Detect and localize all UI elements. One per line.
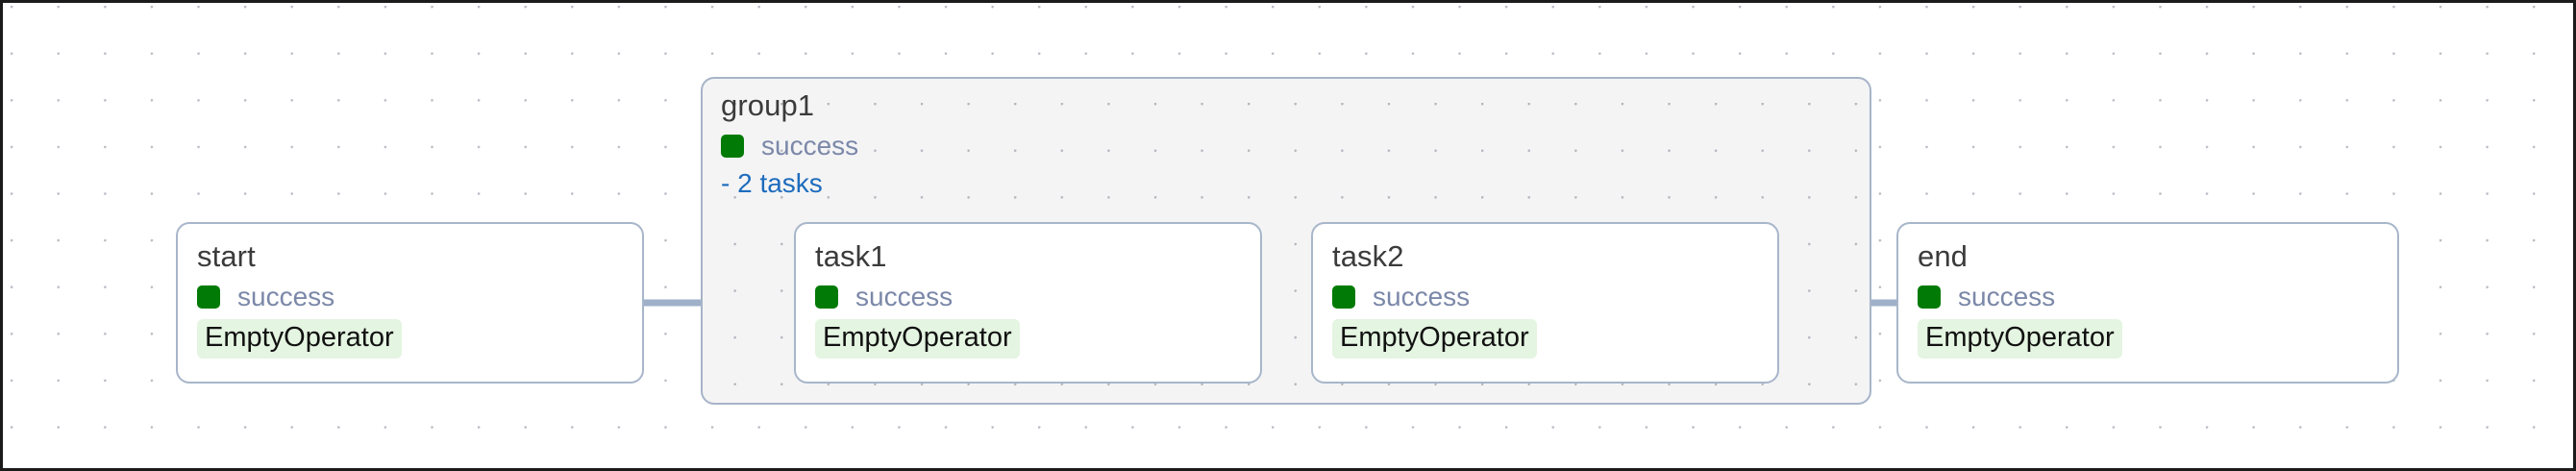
task-node-content: task1 success EmptyOperator	[815, 239, 1249, 359]
task-node-operator-badge: EmptyOperator	[815, 318, 1020, 359]
task-node-status: success	[1332, 281, 1766, 311]
task-node-title: task1	[815, 239, 887, 273]
task-node-status-label: success	[1373, 281, 1471, 311]
task-group-collapse-toggle[interactable]: - 2 tasks	[721, 167, 823, 198]
status-success-icon	[1332, 285, 1355, 309]
status-success-icon	[721, 134, 744, 158]
task-group-title: group1	[721, 88, 815, 122]
task-node-content: task2 success EmptyOperator	[1332, 239, 1766, 359]
task-group-status-label: success	[761, 130, 859, 161]
task-node-task1[interactable]: task1 success EmptyOperator	[794, 222, 1262, 384]
task-node-status: success	[1918, 281, 2386, 311]
task-node-status: success	[197, 281, 631, 311]
task-node-title: end	[1918, 239, 1969, 273]
task-node-end[interactable]: end success EmptyOperator	[1896, 222, 2399, 384]
status-success-icon	[815, 285, 838, 309]
task-node-title: task2	[1332, 239, 1404, 273]
task-node-title: start	[197, 239, 256, 273]
task-node-content: start success EmptyOperator	[197, 239, 631, 359]
status-success-icon	[1918, 285, 1941, 309]
task-node-operator-badge: EmptyOperator	[1918, 318, 2122, 359]
task-group-header: group1 success - 2 tasks	[721, 88, 858, 199]
task-node-status: success	[815, 281, 1249, 311]
task-node-status-label: success	[1958, 281, 2056, 311]
task-node-status-label: success	[237, 281, 335, 311]
task-node-task2[interactable]: task2 success EmptyOperator	[1311, 222, 1779, 384]
task-node-start[interactable]: start success EmptyOperator	[176, 222, 644, 384]
task-node-operator-badge: EmptyOperator	[1332, 318, 1537, 359]
status-success-icon	[197, 285, 220, 309]
task-group-status: success	[721, 130, 859, 161]
task-node-status-label: success	[855, 281, 954, 311]
task-node-operator-badge: EmptyOperator	[197, 318, 402, 359]
task-node-content: end success EmptyOperator	[1918, 239, 2386, 359]
